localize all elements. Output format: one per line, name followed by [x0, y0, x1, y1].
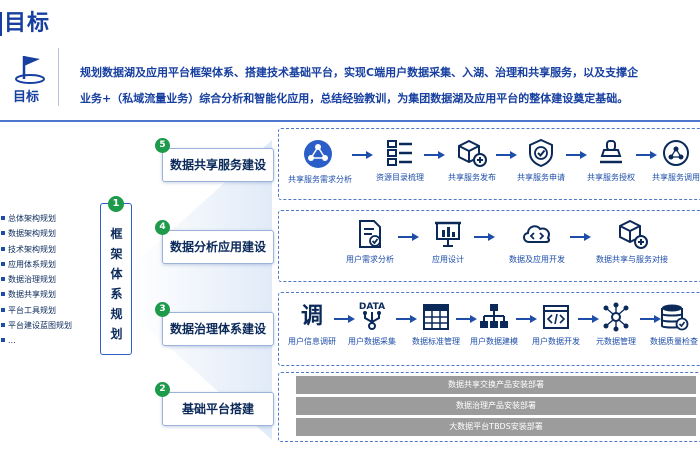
list-item: 平台建设蓝图规划 [0, 318, 96, 333]
step-resource-catalog: 资源目录梳理 [376, 138, 424, 183]
arrow-right-icon [456, 315, 477, 323]
platform-bar: 数据共享交换产品安装部署 [296, 376, 696, 394]
directory-list-icon [387, 140, 412, 166]
arrow-right-icon [516, 315, 537, 323]
list-item: 技术架构规划 [0, 242, 96, 257]
arrow-right-icon [352, 151, 373, 159]
step-number-badge: 5 [155, 138, 170, 153]
arrow-right-icon [570, 233, 591, 241]
goal-line-1: 规划数据湖及应用平台框架体系、搭建技术基础平台，实现C端用户数据采集、入湖、治理… [80, 66, 639, 79]
arrow-right-icon [474, 233, 495, 241]
list-item: 平台工具规划 [0, 303, 96, 318]
network-sphere-icon [304, 140, 332, 168]
database-check-icon [661, 304, 689, 331]
presentation-board-icon [435, 221, 461, 247]
goal-line-2: 业务+（私域流量业务）综合分析和智能化应用，总结经验教训，为集团数据湖及应用平台… [80, 92, 629, 105]
page-title: 目标 [0, 8, 50, 40]
svg-text:DATA: DATA [359, 302, 385, 312]
framework-box [100, 203, 132, 355]
flag-target-icon [15, 56, 45, 84]
list-item: 数据共享规划 [0, 287, 96, 302]
hierarchy-icon [480, 304, 508, 328]
step-number-badge: 3 [155, 302, 170, 317]
list-item: 应用体系规划 [0, 257, 96, 272]
step-number-badge: 2 [155, 382, 170, 397]
step-user-research: 调 用户信息调研 [288, 304, 336, 346]
category-governance: 数据治理体系建设 [162, 312, 274, 346]
cube-plus-icon [458, 139, 487, 167]
category-platform: 基础平台搭建 [162, 392, 274, 426]
list-item: 总体架构规划 [0, 211, 96, 226]
framework-label: 框 架 体 系 规 划 [110, 227, 123, 341]
category-share: 数据共享服务建设 [162, 148, 274, 182]
list-item: 数据架构规划 [0, 226, 96, 241]
arrow-right-icon [636, 151, 657, 159]
step-user-demand: 用户需求分析 [338, 218, 402, 265]
step-user-dev: 用户数据开发 [526, 302, 586, 347]
stamp-icon [600, 140, 622, 164]
list-item: ... [0, 333, 96, 348]
platform-bar: 大数据平台TBDS安装部署 [296, 418, 696, 436]
shield-check-icon [529, 138, 553, 168]
step-share-call: 共享服务调用 [652, 138, 700, 183]
arrow-right-icon [396, 315, 417, 323]
arrow-right-icon [334, 315, 355, 323]
arrow-right-icon [398, 233, 419, 241]
share-service-row [278, 128, 700, 200]
category-analysis: 数据分析应用建设 [162, 230, 274, 264]
step-user-collect: DATA 用户数据采集 [348, 302, 396, 346]
goal-text: 规划数据湖及应用平台框架体系、搭建技术基础平台，实现C端用户数据采集、入湖、治理… [80, 60, 695, 112]
step-number-badge: 1 [108, 196, 124, 212]
step-share-publish: 共享服务发布 [448, 138, 496, 183]
list-item: 数据治理规划 [0, 272, 96, 287]
arrow-right-icon [640, 315, 661, 323]
governance-row [278, 292, 700, 366]
platform-row [278, 372, 700, 442]
step-share-apply: 共享服务申请 [516, 138, 566, 183]
goal-divider [58, 48, 59, 106]
step-data-standard: 数据标准管理 [406, 302, 466, 347]
cloud-code-icon [523, 225, 551, 243]
code-window-icon [543, 305, 569, 329]
step-share-demand: 共享服务需求分析 [288, 138, 352, 185]
step-data-dev: 数据及应用开发 [502, 218, 572, 265]
arrow-right-icon [566, 151, 587, 159]
title-text: 目标 [4, 11, 51, 36]
arrow-right-icon [496, 151, 517, 159]
platform-bar: 数据治理产品安装部署 [296, 397, 696, 415]
step-metadata: 元数据管理 [588, 302, 644, 347]
grid-table-icon [423, 304, 449, 330]
step-share-authorize: 共享服务授权 [586, 138, 636, 183]
step-quality-check: 数据质量检查 [648, 302, 700, 347]
tiao-char-icon: 调 [300, 304, 323, 329]
step-data-share-interface: 数据共享与服务对接 [590, 218, 674, 265]
meta-network-icon [603, 302, 629, 332]
document-check-icon [359, 220, 381, 248]
step-user-modeling: 用户数据建模 [464, 302, 524, 347]
arrow-right-icon [424, 151, 445, 159]
step-app-design: 应用设计 [426, 218, 470, 265]
goal-label: 目标 [13, 90, 40, 105]
cube-share-icon [619, 219, 648, 249]
section-divider [0, 120, 700, 122]
analysis-row [278, 210, 700, 282]
arrow-right-icon [578, 315, 599, 323]
globe-icon [663, 140, 689, 166]
plan-list: 总体架构规划 数据架构规划 技术架构规划 应用体系规划 数据治理规划 数据共享规… [0, 211, 96, 349]
step-number-badge: 4 [155, 220, 170, 235]
data-collect-icon: DATA [359, 302, 385, 330]
